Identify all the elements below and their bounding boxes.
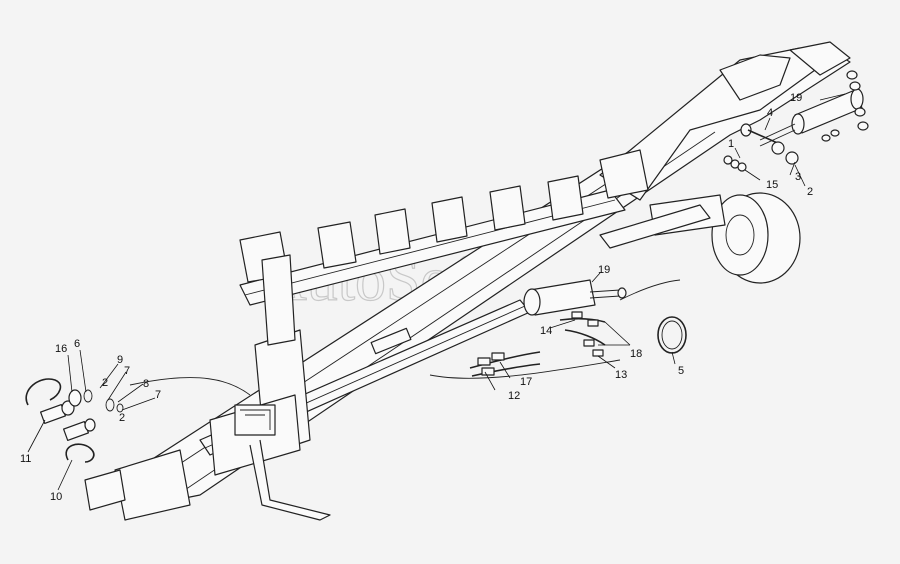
callout-5: 5: [678, 365, 684, 377]
callout-17: 17: [520, 376, 532, 388]
callout-2-left-lower: 2: [119, 412, 125, 424]
callout-10: 10: [50, 491, 62, 503]
callout-9: 9: [117, 354, 123, 366]
transport-wheel: [599, 192, 801, 284]
callout-4: 4: [767, 107, 773, 119]
callout-13: 13: [615, 369, 627, 381]
hydraulic-cylinder-19-middle: [523, 279, 627, 316]
seal-rings: [68, 389, 124, 413]
callout-15: 15: [766, 179, 778, 191]
callout-14: 14: [540, 325, 552, 337]
flow-lines: [129, 279, 681, 396]
rear-frame-section: [599, 41, 851, 201]
coupler-11: [25, 378, 75, 425]
callout-12: 12: [508, 390, 520, 402]
hydraulic-cylinder-19-upper: [759, 88, 864, 147]
callout-18: 18: [630, 348, 642, 360]
callout-7-upper: 7: [124, 365, 130, 377]
hose-coil-5: [657, 316, 687, 354]
leader-lines: [27, 93, 846, 491]
headstock: [209, 254, 311, 476]
hoses-18: [559, 311, 606, 357]
callout-2-left-upper: 2: [102, 377, 108, 389]
plough-brackets: [239, 149, 649, 283]
coupler-10: [63, 418, 96, 463]
callout-2: 2: [807, 186, 813, 198]
callout-19-upper: 19: [790, 92, 802, 104]
callout-11: 11: [20, 453, 31, 465]
washer-stack: [821, 70, 869, 142]
callout-16: 16: [55, 343, 67, 355]
callout-3: 3: [795, 171, 801, 183]
pin-assembly-4: [723, 123, 799, 172]
support-stand: [84, 439, 331, 521]
callout-labels: 19 4 1 15 3 2 19 14 18 13 5 17 12 16 6 9…: [20, 92, 813, 503]
callout-19-middle: 19: [598, 264, 610, 276]
callout-6: 6: [74, 338, 80, 350]
callout-1: 1: [728, 138, 734, 150]
callout-8: 8: [143, 378, 149, 390]
callout-7-lower: 7: [155, 389, 161, 401]
hoses-12-17: [469, 351, 541, 377]
